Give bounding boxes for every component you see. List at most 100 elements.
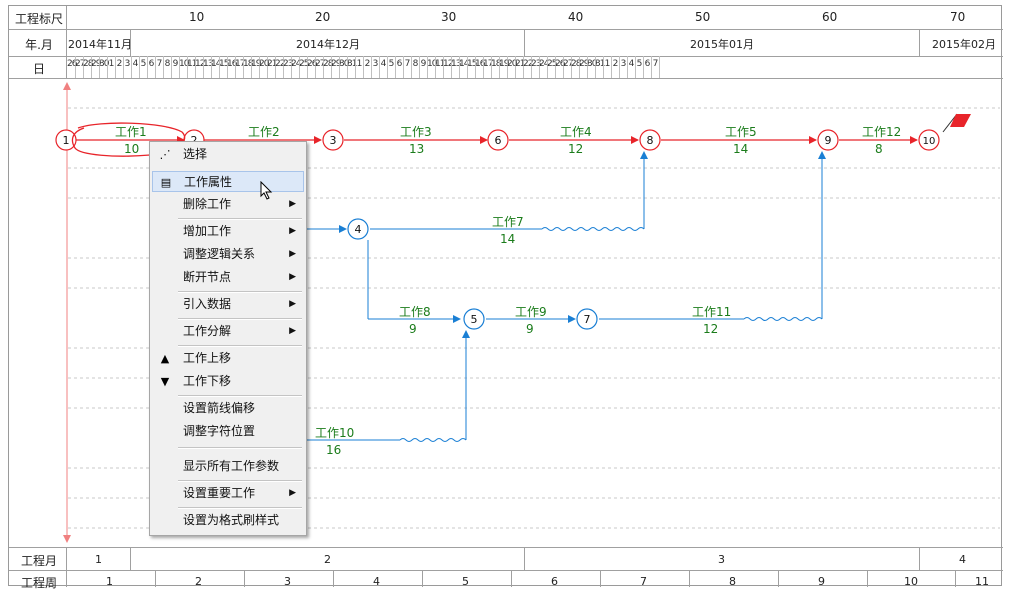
day-cell: 29: [91, 59, 101, 69]
scale-tick: 50: [695, 10, 711, 24]
menu-item-adjust-logic[interactable]: 调整逻辑关系 ▶: [152, 244, 304, 265]
footer-month: 4: [959, 553, 966, 566]
time-cursor[interactable]: [63, 82, 71, 543]
day-cell: 27: [563, 59, 573, 69]
day-cell: 31: [347, 59, 357, 69]
node-label: 10: [923, 136, 936, 147]
node-label: 6: [495, 134, 502, 147]
work-label-8[interactable]: 工作8: [399, 305, 431, 319]
menu-item-arrow-offset[interactable]: 设置箭线偏移: [183, 401, 256, 415]
submenu-arrow-icon: ▶: [289, 249, 296, 259]
context-menu: ⋰ 选择 ▤ 工作属性 删除工作 ▶ 增加工作 ▶ 调整逻辑关系 ▶ 断开节点 …: [149, 141, 307, 536]
move-up-icon: ▲: [160, 352, 170, 365]
day-cell: 28: [83, 59, 93, 69]
work-label-4[interactable]: 工作4: [560, 125, 592, 139]
footer-month: 2: [324, 553, 331, 566]
menu-item-move-down[interactable]: ▼ 工作下移: [152, 371, 304, 392]
day-cell: 7: [652, 59, 659, 69]
day-cell: 13: [203, 59, 213, 69]
day-cell: 2: [612, 59, 619, 69]
work-label-11[interactable]: 工作11: [692, 305, 732, 319]
day-cell: 6: [644, 59, 651, 69]
footer-week: 9: [818, 575, 825, 588]
work-duration-7: 14: [500, 232, 516, 246]
menu-item-show-params[interactable]: 显示所有工作参数: [183, 459, 280, 473]
work-label-9[interactable]: 工作9: [515, 305, 547, 319]
day-cell: 8: [164, 59, 171, 69]
footer-week: 8: [729, 575, 736, 588]
day-cell: 5: [140, 59, 147, 69]
day-cell: 6: [148, 59, 155, 69]
work-duration-3: 13: [409, 142, 425, 156]
month-nov-2014: 2014年11月: [68, 38, 132, 51]
properties-icon: ▤: [160, 176, 172, 189]
node-label: 7: [584, 313, 591, 326]
menu-item-format-brush[interactable]: 设置为格式刷样式: [183, 513, 280, 527]
work-label-12[interactable]: 工作12: [862, 125, 902, 139]
menu-item-properties[interactable]: ▤ 工作属性: [152, 171, 304, 192]
scale-tick: 70: [950, 10, 966, 24]
work-label-1[interactable]: 工作1: [115, 125, 147, 139]
day-cell: 19: [499, 59, 509, 69]
footer-week: 1: [106, 575, 113, 588]
node-7[interactable]: 7: [576, 308, 598, 330]
submenu-arrow-icon: ▶: [289, 488, 296, 498]
day-cell: 16: [227, 59, 237, 69]
work-duration-1: 10: [124, 142, 140, 156]
scale-tick: 20: [315, 10, 331, 24]
menu-item-add[interactable]: 增加工作 ▶: [152, 221, 304, 242]
menu-item-break-node[interactable]: 断开节点 ▶: [152, 267, 304, 288]
node-10[interactable]: 10: [918, 129, 940, 151]
footer-week: 7: [640, 575, 647, 588]
menu-item-important[interactable]: 设置重要工作 ▶: [152, 483, 304, 504]
work-label-3[interactable]: 工作3: [400, 125, 432, 139]
work-duration-10: 16: [326, 443, 342, 457]
day-cell: 20: [259, 59, 269, 69]
month-jan-2015: 2015年01月: [690, 38, 754, 51]
scale-tick: 40: [568, 10, 584, 24]
day-cell: 25: [547, 59, 557, 69]
day-cell: 22: [523, 59, 533, 69]
footer-week: 10: [904, 575, 918, 588]
day-cell: 17: [483, 59, 493, 69]
footer-week: 5: [462, 575, 469, 588]
footer-month: 1: [95, 553, 102, 566]
menu-item-move-up[interactable]: ▲ 工作上移: [152, 348, 304, 369]
menu-item-delete[interactable]: 删除工作 ▶: [152, 194, 304, 215]
work-label-10[interactable]: 工作10: [315, 426, 355, 440]
menu-item-import[interactable]: 引入数据 ▶: [152, 294, 304, 315]
day-cell: 9: [420, 59, 427, 69]
work-label-2[interactable]: 工作2: [248, 125, 280, 139]
month-label: 年.月: [25, 38, 53, 52]
footer-week: 6: [551, 575, 558, 588]
menu-item-text-position[interactable]: 调整字符位置: [183, 424, 256, 438]
day-cell: 24: [291, 59, 301, 69]
work-label-7[interactable]: 工作7: [492, 215, 524, 229]
node-5[interactable]: 5: [463, 308, 485, 330]
node-9[interactable]: 9: [817, 129, 839, 151]
menu-item-decompose[interactable]: 工作分解 ▶: [152, 321, 304, 342]
work-duration-11: 12: [703, 322, 719, 336]
submenu-arrow-icon: ▶: [289, 299, 296, 309]
day-cell: 1: [604, 59, 611, 69]
day-cell: 7: [404, 59, 411, 69]
day-cell: 15: [467, 59, 477, 69]
day-cell: 29: [579, 59, 589, 69]
day-cell: 18: [491, 59, 501, 69]
scale-tick: 60: [822, 10, 838, 24]
node-3[interactable]: 3: [322, 129, 344, 151]
day-cell: 5: [636, 59, 643, 69]
work-duration-5: 14: [733, 142, 749, 156]
node-6[interactable]: 6: [487, 129, 509, 151]
menu-item-select[interactable]: ⋰ 选择: [152, 144, 304, 165]
day-cell: 3: [372, 59, 379, 69]
day-cell: 4: [628, 59, 635, 69]
node-4[interactable]: 4: [347, 218, 369, 240]
day-cell: 21: [515, 59, 525, 69]
footer-month: 3: [718, 553, 725, 566]
work-label-5[interactable]: 工作5: [725, 125, 757, 139]
node-1[interactable]: 1: [55, 129, 77, 151]
node-8[interactable]: 8: [639, 129, 661, 151]
node-label: 8: [647, 134, 654, 147]
day-cell: 14: [459, 59, 469, 69]
